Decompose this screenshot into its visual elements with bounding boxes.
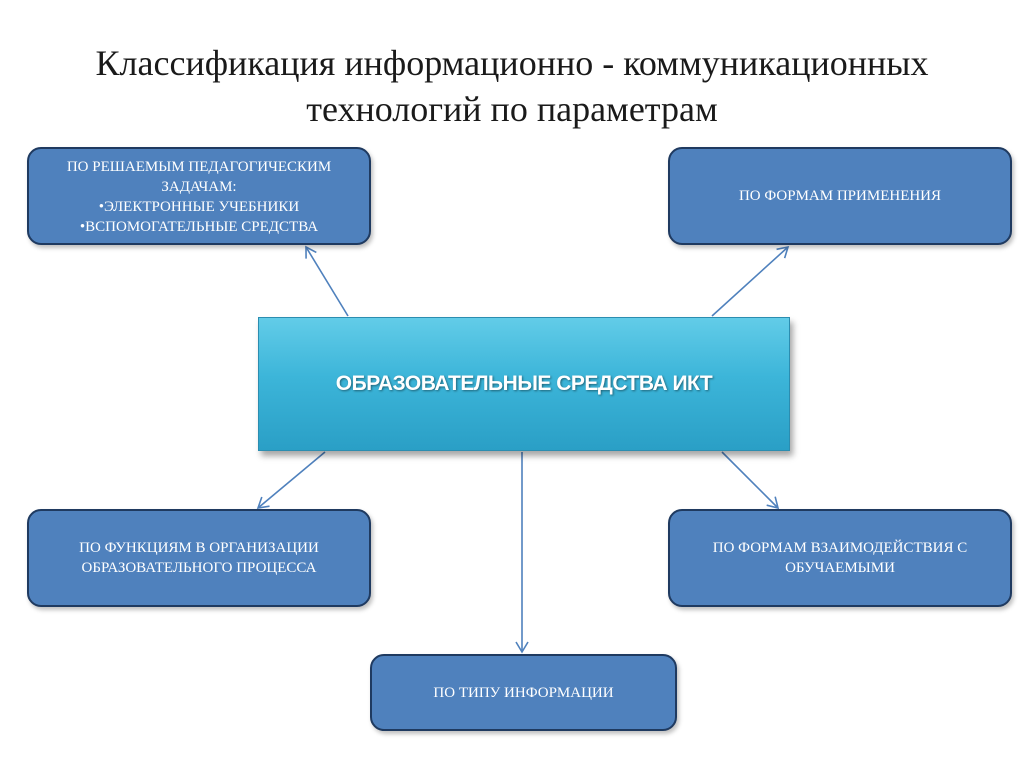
node-forms-of-application-label: ПО ФОРМАМ ПРИМЕНЕНИЯ	[738, 188, 942, 204]
connector-to-forms	[711, 245, 790, 317]
connector-to-tasks	[305, 245, 349, 317]
node-interaction-forms-line-1: ПО ФОРМАМ ВЗАИМОДЕЙСТВИЯ С	[712, 540, 968, 556]
node-functions-line-2: ОБРАЗОВАТЕЛЬНОГО ПРОЦЕССА	[81, 560, 317, 576]
title-line-1: Классификация информационно - коммуникац…	[95, 43, 929, 83]
node-interaction-forms-line-2: ОБУЧАЕМЫМИ	[785, 560, 895, 576]
node-pedagogical-tasks-line-2: ЗАДАЧАМ:	[161, 179, 237, 195]
node-pedagogical-tasks-line-4: •ВСПОМОГАТЕЛЬНЫЕ СРЕДСТВА	[79, 219, 319, 235]
node-pedagogical-tasks-line-1: ПО РЕШАЕМЫМ ПЕДАГОГИЧЕСКИМ	[66, 159, 332, 175]
node-interaction-forms: ПО ФОРМАМ ВЗАИМОДЕЙСТВИЯ С ОБУЧАЕМЫМИ	[668, 509, 1012, 607]
node-information-type: ПО ТИПУ ИНФОРМАЦИИ	[370, 654, 677, 731]
connector-to-interaction	[721, 451, 780, 510]
node-forms-of-application: ПО ФОРМАМ ПРИМЕНЕНИЯ	[668, 147, 1012, 245]
center-node: ОБРАЗОВАТЕЛЬНЫЕ СРЕДСТВА ИКТ	[258, 317, 790, 451]
slide-title: Классификация информационно - коммуникац…	[40, 40, 984, 132]
center-node-label: ОБРАЗОВАТЕЛЬНЫЕ СРЕДСТВА ИКТ	[335, 372, 713, 395]
title-line-2: технологий по параметрам	[306, 89, 718, 129]
node-functions-line-1: ПО ФУНКЦИЯМ В ОРГАНИЗАЦИИ	[79, 540, 319, 556]
node-pedagogical-tasks: ПО РЕШАЕМЫМ ПЕДАГОГИЧЕСКИМ ЗАДАЧАМ: •ЭЛЕ…	[27, 147, 371, 245]
node-information-type-label: ПО ТИПУ ИНФОРМАЦИИ	[433, 684, 614, 701]
node-pedagogical-tasks-line-3: •ЭЛЕКТРОННЫЕ УЧЕБНИКИ	[98, 199, 300, 215]
connector-to-functions	[256, 451, 326, 509]
node-functions: ПО ФУНКЦИЯМ В ОРГАНИЗАЦИИ ОБРАЗОВАТЕЛЬНО…	[27, 509, 371, 607]
